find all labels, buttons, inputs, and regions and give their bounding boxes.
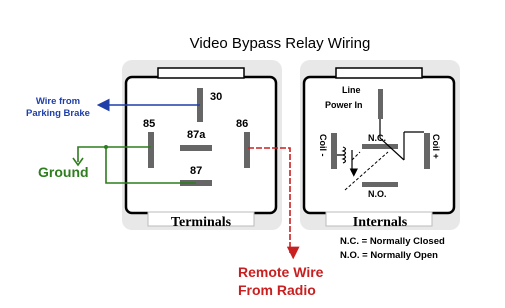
parking-brake-label-1: Wire from	[36, 96, 80, 107]
pin-86-label: 86	[236, 118, 248, 130]
coil-minus-pin	[331, 133, 337, 169]
pin-85	[148, 132, 154, 168]
pin-87-label: 87	[190, 165, 202, 177]
internals-relay: Line Power In Coil - Coil + N.C. N.O. In…	[300, 60, 460, 230]
green-wire-ground	[77, 146, 106, 162]
remote-label-2: From Radio	[238, 282, 316, 298]
parking-brake-wire: Wire from Parking Brake	[26, 96, 200, 119]
remote-label-1: Remote Wire	[238, 264, 324, 280]
ground-wire: Ground	[38, 145, 196, 184]
coil-minus-label: Coil -	[318, 134, 328, 157]
internals-top-tab	[335, 67, 423, 79]
parking-brake-label-2: Parking Brake	[26, 108, 90, 119]
nc-contact	[362, 144, 398, 149]
pin-87a-label: 87a	[187, 129, 206, 141]
line-power-label-2: Power In	[325, 100, 363, 110]
switch-arm	[379, 137, 405, 161]
nc-label: N.C.	[368, 133, 386, 143]
coil-plus-label: Coil +	[431, 134, 441, 159]
pin-86	[244, 132, 250, 168]
diagram-title: Video Bypass Relay Wiring	[190, 35, 371, 52]
ground-junction	[104, 145, 108, 149]
legend-no: N.O. = Normally Open	[340, 250, 438, 261]
legend-nc: N.C. = Normally Closed	[340, 236, 445, 247]
green-wire-87-85	[105, 146, 196, 184]
pin-30-label: 30	[210, 91, 222, 103]
no-contact	[362, 182, 398, 187]
pin-87a	[180, 145, 212, 151]
line-power-label-1: Line	[342, 85, 361, 95]
pin-85-label: 85	[143, 118, 155, 130]
ground-label: Ground	[38, 164, 89, 180]
remote-wire: Remote Wire From Radio	[238, 147, 324, 298]
terminals-top-tab	[157, 67, 245, 79]
terminals-relay: 30 85 87a 86 87 Terminals	[122, 60, 282, 230]
internals-label: Internals	[353, 215, 408, 230]
red-wire-line	[248, 147, 300, 260]
actuator-dashed-1	[351, 151, 361, 161]
terminals-base	[147, 211, 255, 227]
actuator-dashed-2	[344, 151, 389, 191]
line-power-pin	[378, 89, 383, 119]
coil-plus-pin	[424, 133, 430, 169]
no-label: N.O.	[368, 189, 387, 199]
ground-arrow-icon	[72, 157, 84, 167]
coil-winding	[337, 146, 347, 164]
terminals-label: Terminals	[171, 215, 232, 230]
internals-base	[325, 211, 433, 227]
